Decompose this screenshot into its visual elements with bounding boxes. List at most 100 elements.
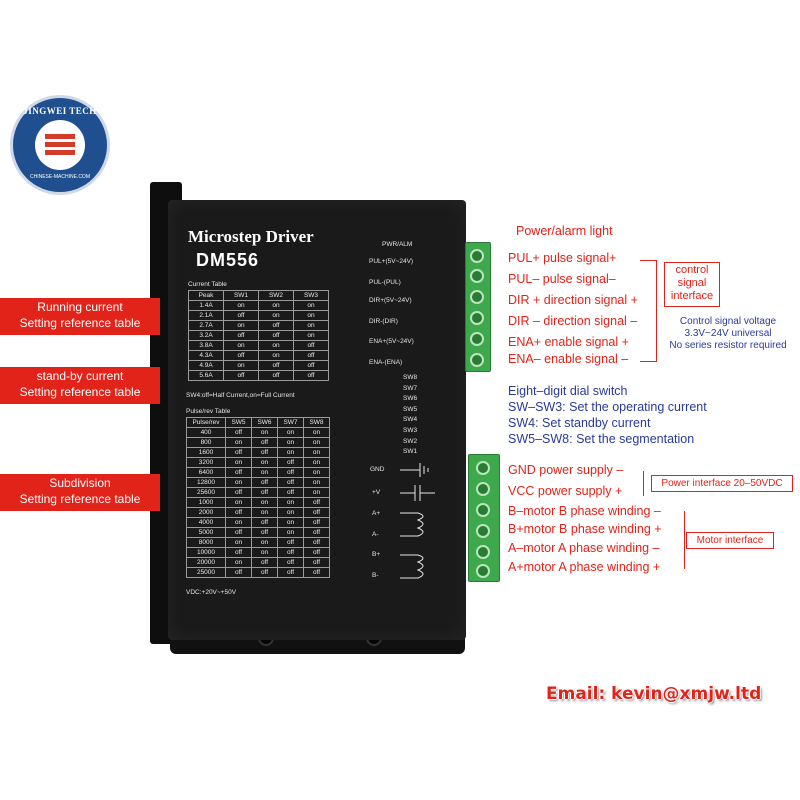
table-cell: 5.6A [188,370,224,381]
terminal-screw [470,249,484,263]
table-cell: off [303,517,330,528]
power-alarm-annotation: Power/alarm light [516,224,613,238]
table-cell: Peak [188,290,224,301]
label-line: Setting reference table [19,385,141,399]
table-cell: on [225,437,252,448]
table-cell: 4.9A [188,360,224,371]
table-cell: on [258,340,294,351]
note-line: No series resistor required [669,340,787,351]
table-cell: SW1 [223,290,259,301]
terminal-screw [470,332,484,346]
pulse-table-caption: Pulse/rev Table [186,408,231,415]
table-cell: off [251,487,278,498]
switch-label: SW3 [403,426,418,434]
terminal-screw [476,524,490,538]
power-motor-connector [468,454,500,582]
table-cell: on [258,300,294,311]
table-cell: 12800 [186,477,226,488]
table-cell: off [225,527,252,538]
label-line: Running current [37,300,123,314]
table-cell: off [225,547,252,558]
table-cell: 1000 [186,497,226,508]
table-cell: off [251,557,278,568]
table-cell: SW3 [293,290,329,301]
table-cell: on [258,350,294,361]
table-cell: on [303,477,330,488]
table-cell: on [251,547,278,558]
table-cell: on [303,447,330,458]
standby-current-label: stand-by current Setting reference table [0,367,160,404]
table-cell: on [303,457,330,468]
table-cell: on [277,507,304,518]
table-cell: off [258,330,294,341]
note-line: SW–SW3: Set the operating current [508,400,707,414]
power-interface-box: Power interface 20–50VDC [651,475,793,492]
note-line: SW4: Set standby current [508,416,651,430]
pul-plus-label: PUL+(5V~24V) [369,258,414,265]
dir-plus-label: DIR+(5V~24V) [369,297,412,304]
table-cell: SW2 [258,290,294,301]
table-cell: on [303,467,330,478]
table-cell: on [251,537,278,548]
switch-label: SW2 [403,437,418,445]
control-voltage-note: Control signal voltage 3.3V~24V universa… [662,316,794,352]
terminal-screw [476,503,490,517]
table-cell: on [293,330,329,341]
signal-annotation: DIR + direction signal + [508,293,638,307]
motor-annotation: B–motor B phase winding – [508,504,661,518]
a-plus-label: A+ [372,510,381,517]
dir-minus-label: DIR-(DIR) [369,318,398,325]
switch-label: SW5 [403,405,418,413]
table-cell: on [225,497,252,508]
table-cell: on [251,507,278,518]
table-cell: 4000 [186,517,226,528]
sw4-note: SW4:off=Half Current,on=Full Current [186,392,295,399]
table-cell: off [223,350,259,361]
table-cell: off [258,320,294,331]
table-cell: off [225,487,252,498]
bracket-line [640,361,657,362]
table-cell: on [277,447,304,458]
table-cell: 2.7A [188,320,224,331]
table-cell: 3200 [186,457,226,468]
terminal-screw [476,461,490,475]
terminal-screw [470,353,484,367]
table-cell: off [251,447,278,458]
signal-annotation: ENA+ enable signal + [508,335,629,349]
table-cell: off [225,447,252,458]
label-line: Setting reference table [19,492,141,506]
table-cell: on [293,310,329,321]
table-cell: off [293,340,329,351]
note-line: SW5–SW8: Set the segmentation [508,432,695,446]
logo-bar [45,134,75,139]
gnd-label: GND [370,466,385,473]
table-cell: 3.8A [188,340,224,351]
vplus-label: +V [372,489,381,496]
terminal-screw [476,545,490,559]
table-cell: off [277,477,304,488]
table-cell: on [277,437,304,448]
table-cell: off [293,370,329,381]
terminal-screw [470,290,484,304]
table-cell: 400 [186,427,226,438]
pul-minus-label: PUL-(PUL) [369,279,401,286]
table-cell: on [225,537,252,548]
b-plus-label: B+ [372,551,381,558]
box-line: signal [677,277,707,289]
table-cell: 3.2A [188,330,224,341]
table-cell: off [293,360,329,371]
table-cell: Pulse/rev [186,417,226,428]
table-cell: on [277,517,304,528]
table-cell: 2.1A [188,310,224,321]
table-cell: off [277,547,304,558]
